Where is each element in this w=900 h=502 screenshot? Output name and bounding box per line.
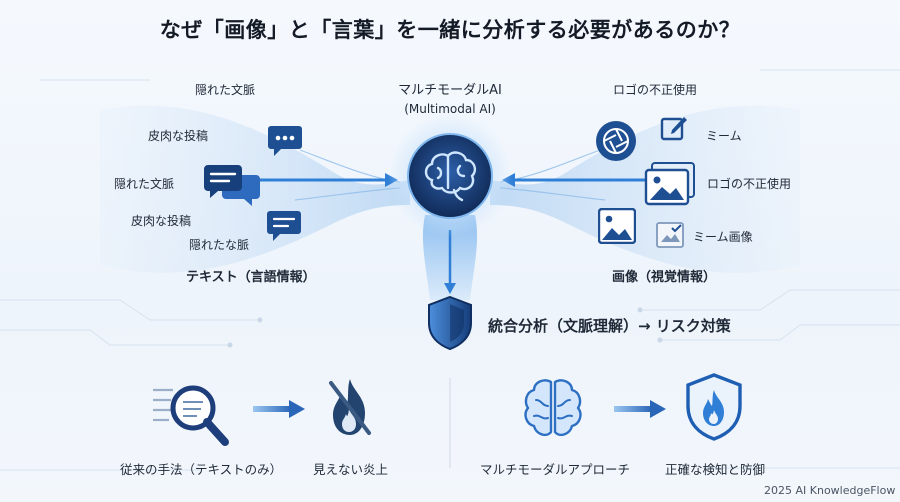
center-subtitle: (Multimodal AI)	[404, 102, 496, 116]
left-label-4: 皮肉な投稿	[131, 214, 192, 228]
edit-icon	[660, 114, 688, 142]
right-caption: 画像（視覚情報）	[612, 270, 717, 285]
message-icon	[266, 209, 302, 243]
search-document-icon	[153, 378, 233, 450]
left-label-1: 隠れた文脈	[195, 83, 256, 97]
right-label-3: ロゴの不正使用	[707, 177, 792, 191]
arrow-right-icon-2	[614, 399, 666, 419]
center-title: マルチモーダルAI	[398, 83, 502, 98]
shield-icon	[427, 295, 473, 351]
bottom-left-caption: 従来の手法（テキストのみ）	[120, 462, 283, 477]
chat-bubbles-icon	[204, 163, 262, 209]
hidden-fire-icon	[325, 375, 375, 441]
center-label: マルチモーダルAI (Multimodal AI)	[370, 81, 530, 119]
footer-credit: 2025 AI KnowledgeFlow	[764, 484, 896, 497]
page-title: なぜ「画像」と「言葉」を一緒に分析する必要があるのか？	[159, 18, 741, 42]
image-icon	[598, 208, 636, 244]
bottom-right-result: 正確な検知と防御	[665, 462, 766, 477]
left-label-3: 隠れた文脈	[114, 177, 175, 191]
left-caption: テキスト（言語情報）	[186, 270, 316, 285]
image-check-icon	[656, 222, 684, 248]
shield-fire-icon	[684, 372, 744, 442]
right-label-1: ロゴの不正使用	[613, 83, 698, 97]
bottom-left-result: 見えない炎上	[313, 462, 389, 477]
image-frame-icon	[644, 162, 696, 206]
result-label: 統合分析（文脈理解）→ リスク対策	[488, 317, 731, 335]
chat-bubble-icon	[267, 124, 303, 158]
brain-outline-icon	[520, 376, 586, 440]
left-label-2: 皮肉な投稿	[148, 129, 209, 143]
right-label-4: ミーム画像	[693, 230, 753, 244]
camera-shutter-icon	[595, 120, 637, 162]
bottom-right-caption: マルチモーダルアプローチ	[480, 462, 631, 477]
brain-icon	[402, 132, 498, 220]
right-label-2: ミーム	[706, 129, 742, 143]
arrow-right-icon	[253, 399, 305, 419]
left-label-5: 隠れたな脈	[189, 238, 250, 252]
